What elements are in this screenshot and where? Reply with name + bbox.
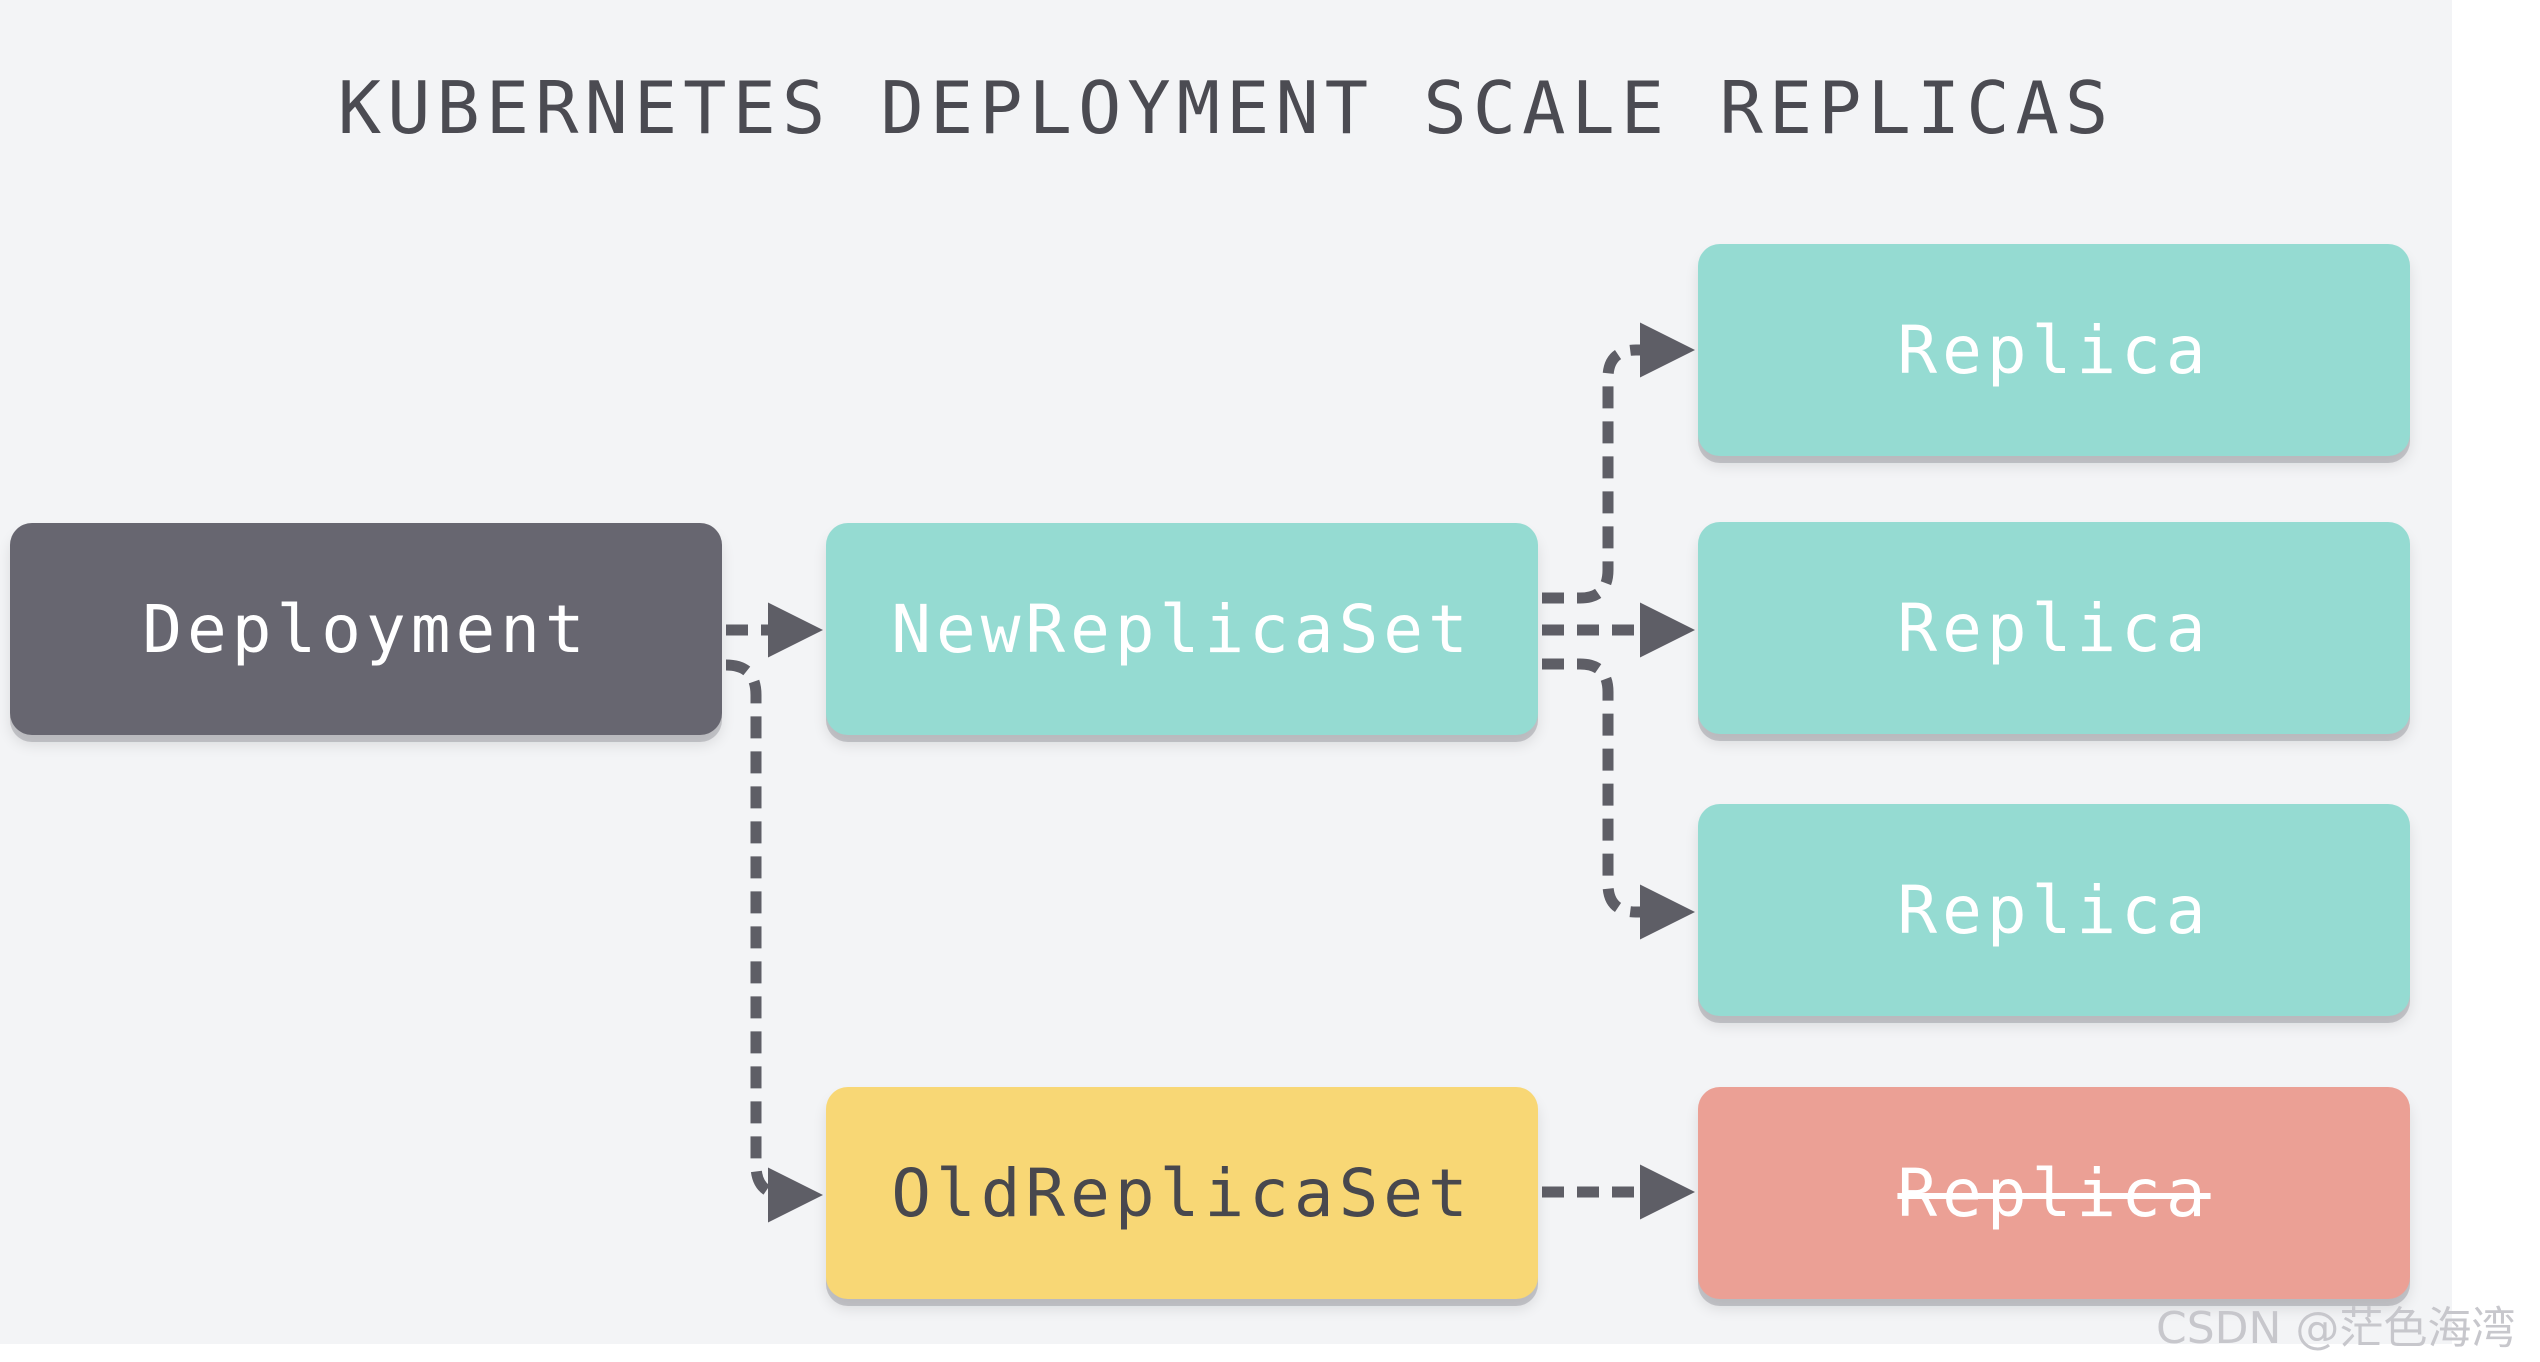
replica-node-3: Replica [1698,804,2410,1016]
arrow-newreplicaset-to-replica-3 [1542,658,1695,940]
old-replica-set-label: OldReplicaSet [891,1154,1473,1232]
watermark: CSDN @茫色海湾 [2156,1303,2516,1354]
replica-label-1: Replica [1897,311,2211,389]
removed-replica-label: Replica [1897,1154,2211,1232]
replica-node-2: Replica [1698,522,2410,734]
new-replica-set-label: NewReplicaSet [891,590,1473,668]
replica-node-1: Replica [1698,244,2410,456]
arrow-deployment-to-oldreplicaset [725,659,823,1223]
replica-label-2: Replica [1897,589,2211,667]
arrow-newreplicaset-to-replica-1 [1542,322,1695,604]
removed-replica-node: Replica [1698,1087,2410,1299]
deployment-node: Deployment [10,523,722,735]
deployment-label: Deployment [142,590,590,668]
diagram-title: KUBERNETES DEPLOYMENT SCALE REPLICAS [337,66,2115,150]
replica-label-3: Replica [1897,871,2211,949]
old-replica-set-node: OldReplicaSet [826,1087,1538,1299]
new-replica-set-node: NewReplicaSet [826,523,1538,735]
